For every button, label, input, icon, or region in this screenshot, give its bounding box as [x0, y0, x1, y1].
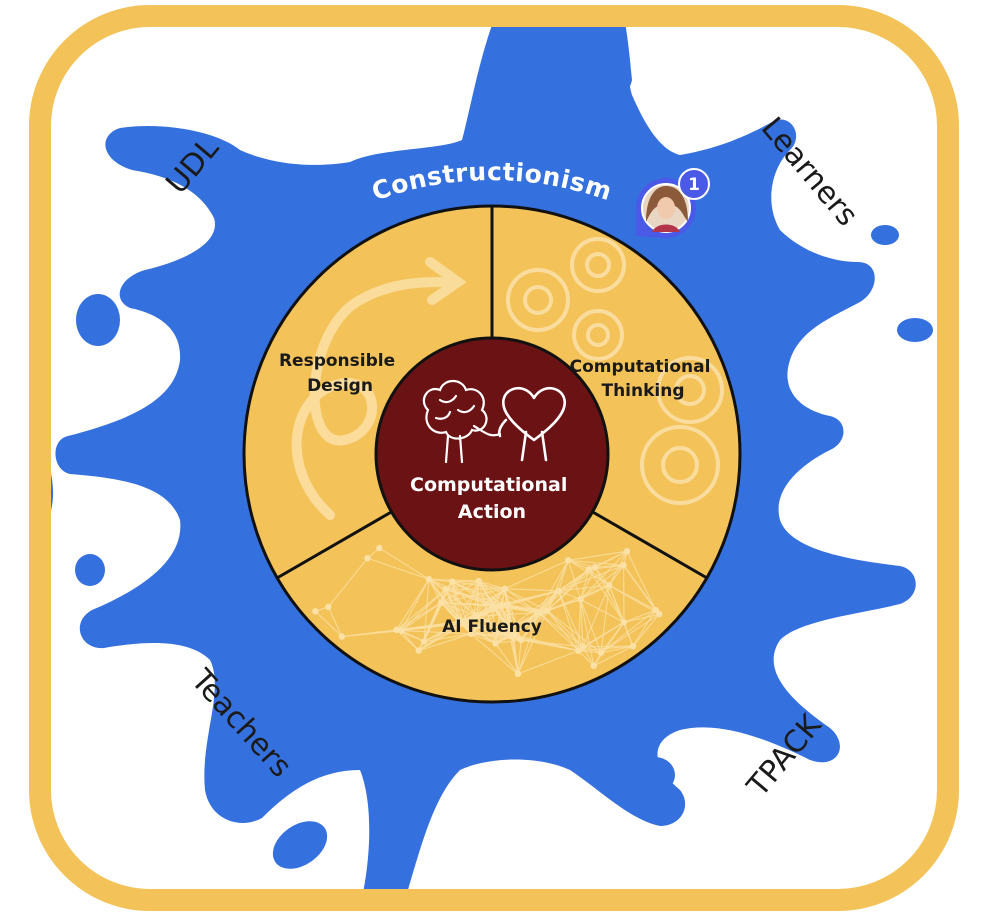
network-node — [630, 643, 636, 649]
network-node — [621, 619, 627, 625]
network-node — [449, 579, 455, 585]
network-node — [592, 564, 598, 570]
network-node — [398, 627, 404, 633]
network-node — [598, 650, 604, 656]
splash-dot-left — [76, 294, 120, 346]
network-node — [515, 671, 521, 677]
network-node — [555, 588, 561, 594]
network-node — [421, 638, 427, 644]
network-node — [586, 566, 592, 572]
network-node — [376, 545, 382, 551]
network-node — [475, 578, 481, 584]
splash-dot-bottom-right — [635, 757, 675, 793]
network-node — [438, 600, 444, 606]
network-node — [426, 576, 432, 582]
splash-dot-right — [897, 318, 933, 342]
network-node — [591, 663, 597, 669]
badge-count: 1 — [688, 175, 700, 195]
network-node — [502, 586, 508, 592]
network-node — [442, 586, 448, 592]
network-node — [489, 603, 495, 609]
network-node — [565, 557, 571, 563]
avatar-face — [657, 197, 675, 219]
network-node — [624, 548, 630, 554]
network-node — [580, 644, 586, 650]
network-node — [325, 604, 331, 610]
network-node — [492, 640, 498, 646]
network-node — [577, 596, 583, 602]
network-node — [505, 602, 511, 608]
segment-bottom-label: AI Fluency — [442, 617, 542, 637]
splash-dot-left-lower — [75, 554, 105, 586]
network-node — [312, 608, 318, 614]
network-node — [535, 609, 541, 615]
network-node — [544, 607, 550, 613]
network-node — [518, 637, 524, 643]
splash-dot-top-right — [871, 225, 899, 245]
network-node — [620, 562, 626, 568]
network-node — [416, 647, 422, 653]
network-node — [497, 603, 503, 609]
network-node — [606, 582, 612, 588]
network-node — [339, 633, 345, 639]
network-node — [656, 611, 662, 617]
network-node — [364, 555, 370, 561]
